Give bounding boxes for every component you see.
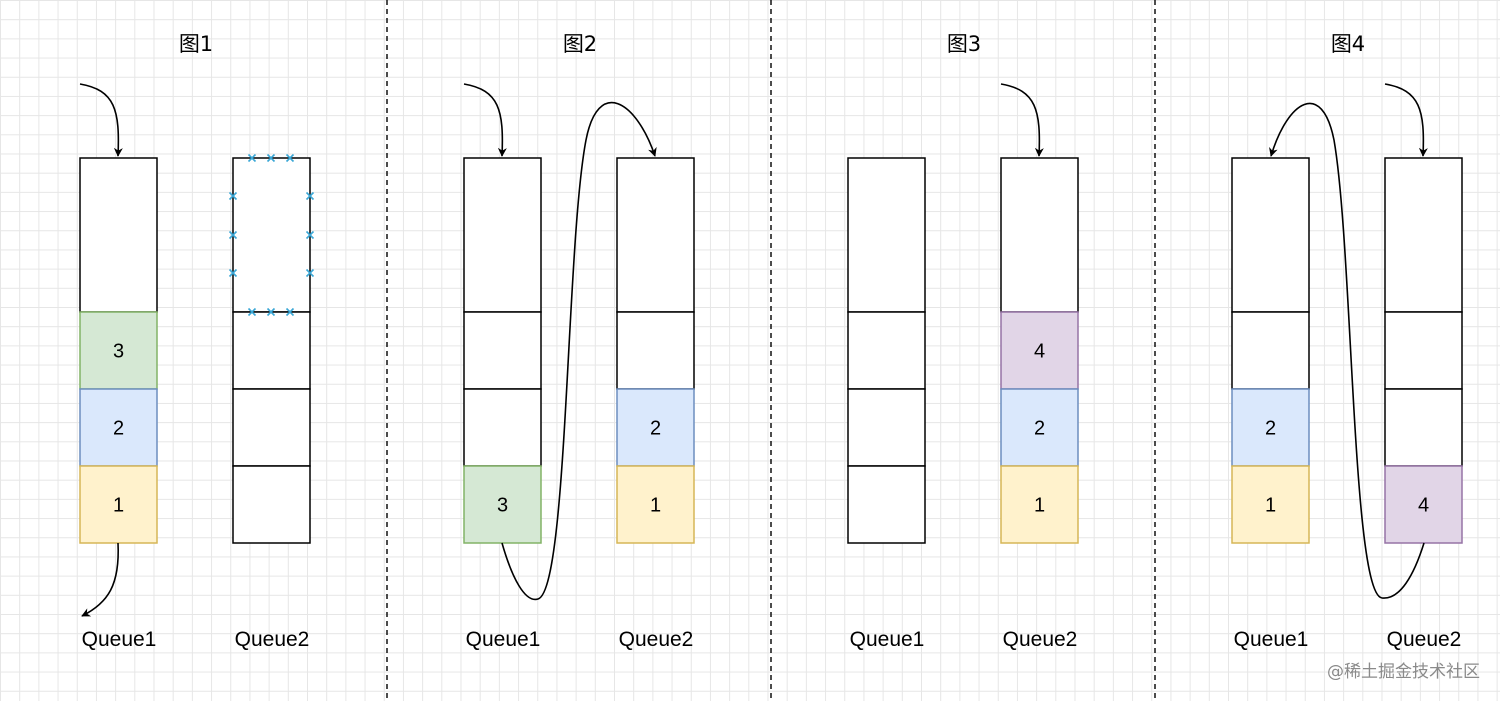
queue-cell bbox=[1384, 465, 1463, 544]
queue-cell bbox=[232, 388, 311, 467]
watermark: @稀土掘金技术社区 bbox=[1327, 662, 1480, 682]
queue-column bbox=[228, 153, 315, 544]
selection-handle-icon bbox=[266, 153, 276, 163]
transfer-arrow bbox=[501, 102, 657, 601]
selection-handle-icon bbox=[305, 268, 315, 278]
panel-title-3: 图3 bbox=[947, 32, 981, 56]
queue-cell-value: 3 bbox=[113, 341, 124, 363]
queue-column: 4 2 1 bbox=[1000, 157, 1079, 544]
queue-column: 21 bbox=[616, 157, 695, 544]
queue-cell-value: 2 bbox=[1034, 418, 1045, 440]
queue-cell bbox=[463, 157, 542, 313]
selection-handle-icon bbox=[228, 268, 238, 278]
queue-cell bbox=[232, 311, 311, 390]
queue-cell bbox=[1000, 388, 1079, 467]
selection-handle-icon bbox=[285, 307, 295, 317]
queue-cell-value: 1 bbox=[650, 495, 661, 517]
selection-handle-icon bbox=[247, 307, 257, 317]
queue-cell bbox=[79, 388, 158, 467]
queue-cell-value: 4 bbox=[1034, 341, 1045, 363]
selection-handle-icon bbox=[305, 230, 315, 240]
selection-handle-icon bbox=[247, 153, 257, 163]
enqueue-arrow bbox=[1000, 83, 1044, 157]
queue-label: Queue1 bbox=[82, 628, 157, 651]
queue-cell bbox=[1384, 311, 1463, 390]
queue-cell bbox=[616, 157, 695, 313]
queue-label: Queue1 bbox=[466, 628, 541, 651]
queue-cell bbox=[847, 157, 926, 313]
queue-cell bbox=[847, 465, 926, 544]
panel-title-1: 图1 bbox=[179, 32, 213, 56]
queue-column: 3 2 1 bbox=[79, 157, 158, 544]
queue-cell bbox=[847, 311, 926, 390]
queue-label: Queue1 bbox=[850, 628, 925, 651]
queue-column: 4 bbox=[1384, 157, 1463, 544]
queue-cell-value: 2 bbox=[113, 418, 124, 440]
queue-cell-value: 1 bbox=[1265, 495, 1276, 517]
transfer-arrow bbox=[1269, 102, 1425, 599]
enqueue-arrow bbox=[1384, 83, 1428, 157]
queue-cell bbox=[1231, 465, 1310, 544]
queue-cell-value: 2 bbox=[1265, 418, 1276, 440]
selection-handle-icon bbox=[266, 307, 276, 317]
queue-cell bbox=[616, 465, 695, 544]
queue-cell bbox=[79, 157, 158, 313]
queue-cell-value: 4 bbox=[1418, 495, 1429, 517]
selection-handle-icon bbox=[305, 191, 315, 201]
selection-handle-icon bbox=[228, 191, 238, 201]
queue-cell bbox=[1231, 311, 1310, 390]
queue-cell bbox=[1384, 388, 1463, 467]
queue-cell bbox=[463, 388, 542, 467]
queue-cell bbox=[1000, 157, 1079, 313]
queue-cell bbox=[232, 465, 311, 544]
selection-handle-icon bbox=[228, 230, 238, 240]
queue-cell-value: 3 bbox=[497, 495, 508, 517]
queue-cell bbox=[1000, 311, 1079, 390]
panel-title-2: 图2 bbox=[563, 32, 597, 56]
queue-cell-value: 2 bbox=[650, 418, 661, 440]
queue-column bbox=[847, 157, 926, 544]
queue-cell bbox=[79, 465, 158, 544]
queue-cell bbox=[1384, 157, 1463, 313]
queue-cell-value: 1 bbox=[113, 495, 124, 517]
queue-cell bbox=[1231, 388, 1310, 467]
queue-cell bbox=[616, 388, 695, 467]
queue-cell bbox=[616, 311, 695, 390]
queue-cell bbox=[232, 157, 311, 313]
queue-label: Queue2 bbox=[619, 628, 694, 651]
queue-label: Queue2 bbox=[1387, 628, 1462, 651]
queue-cell bbox=[847, 388, 926, 467]
queue-label: Queue2 bbox=[235, 628, 310, 651]
queue-column: 21 bbox=[1231, 157, 1310, 544]
selection-handle-icon bbox=[285, 153, 295, 163]
queue-column: 3 bbox=[463, 157, 542, 544]
dequeue-arrow bbox=[81, 542, 119, 617]
panel-title-4: 图4 bbox=[1331, 32, 1365, 56]
queue-cell bbox=[463, 465, 542, 544]
queue-cell bbox=[1000, 465, 1079, 544]
queue-label: Queue2 bbox=[1003, 628, 1078, 651]
queue-label: Queue1 bbox=[1234, 628, 1309, 651]
enqueue-arrow bbox=[463, 83, 507, 157]
queue-cell bbox=[1231, 157, 1310, 313]
queue-cell-value: 1 bbox=[1034, 495, 1045, 517]
queue-cell bbox=[79, 311, 158, 390]
queue-cell bbox=[463, 311, 542, 390]
enqueue-arrow bbox=[79, 83, 123, 157]
